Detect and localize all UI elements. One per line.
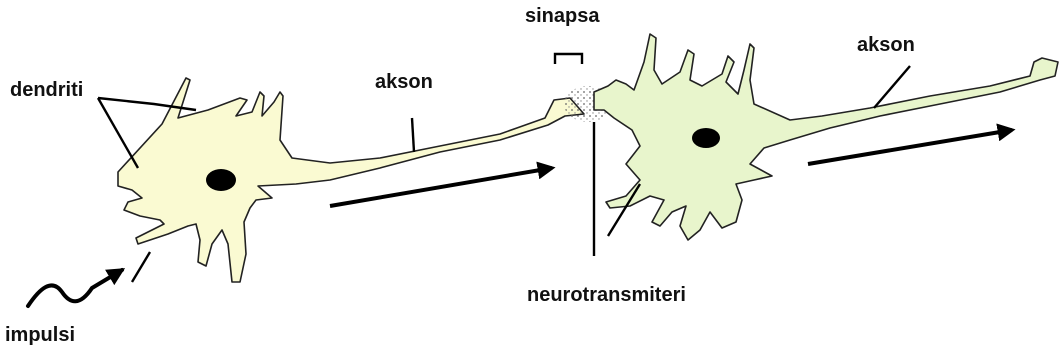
synapse-label: sinapsa xyxy=(525,6,599,26)
synapse-bracket xyxy=(555,54,582,64)
dendrites-label: dendriti xyxy=(10,80,83,100)
neurotransmitters-label: neurotransmiteri xyxy=(527,285,686,305)
neuron-left-nucleus xyxy=(206,169,236,191)
axon-left-leader xyxy=(412,118,414,152)
signal-arrow-right xyxy=(808,130,1012,164)
impulse-arrow xyxy=(28,270,122,306)
signal-arrow-left xyxy=(330,168,552,206)
neuron-right-body xyxy=(594,34,1058,240)
dendrite-lower-right-line xyxy=(608,184,640,236)
impulse-label: impulsi xyxy=(5,325,75,345)
neuron-right-nucleus xyxy=(692,128,720,148)
axon-left-label: akson xyxy=(375,72,433,92)
axon-right-label: akson xyxy=(857,35,915,55)
neuron-right xyxy=(594,34,1058,240)
dendrite-lower-left-line xyxy=(132,252,150,282)
